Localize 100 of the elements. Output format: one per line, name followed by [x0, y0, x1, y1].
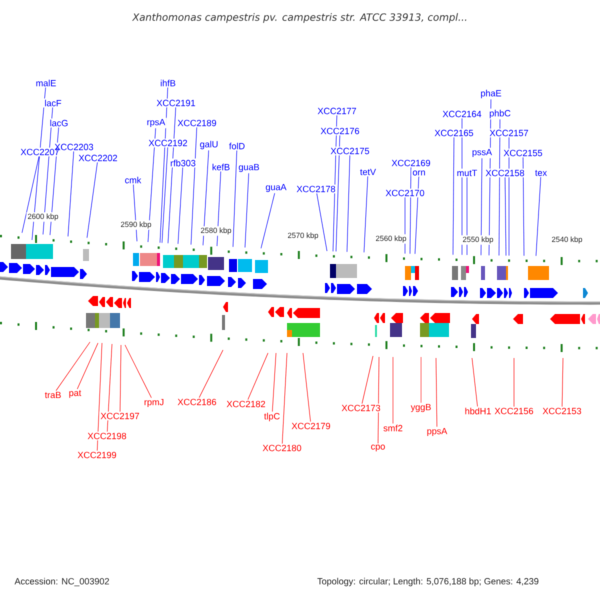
leader-line — [160, 87, 168, 244]
leader-line — [260, 192, 275, 249]
gene-label: XCC2170 — [386, 190, 424, 196]
gene-label: guaB — [238, 164, 260, 172]
gene-label: XCC2203 — [54, 144, 94, 150]
gene-label: hbdH1 — [465, 408, 491, 414]
gene-label: traB — [44, 392, 61, 398]
gene-label: guaA — [266, 184, 286, 192]
gene-label: pat — [69, 390, 82, 398]
gene-label: tlpC — [264, 412, 280, 422]
leader-line — [316, 193, 328, 252]
gene-label: galU — [200, 140, 218, 150]
leader-line — [42, 107, 53, 235]
gene-label: ppsA — [427, 428, 448, 436]
genome-summary: Topology: circular; Length: 5,076,188 bp; Genes: 4,239 — [317, 578, 538, 586]
gene-label: lacG — [50, 120, 68, 126]
gene-label: tetV — [360, 168, 376, 176]
gene-label: rpsA — [147, 118, 166, 128]
leader-line — [22, 156, 40, 234]
leader-line — [436, 358, 438, 428]
leader-line — [346, 155, 350, 252]
leader-line — [420, 356, 422, 404]
leader-line — [282, 352, 288, 444]
leader-line — [332, 115, 338, 252]
gene-label: XCC2198 — [88, 432, 126, 440]
leader-line — [216, 171, 222, 246]
leader-line — [232, 150, 238, 248]
leader-line — [404, 197, 406, 254]
gene-label: XCC2173 — [342, 404, 380, 412]
gene-label: XCC2189 — [178, 120, 216, 126]
leader-line — [488, 99, 492, 256]
gene-label: phbC — [490, 110, 510, 118]
gene-label: ihfB — [160, 80, 176, 86]
gene-label: XCC2192 — [148, 140, 188, 146]
gene-label: XCC2169 — [392, 160, 430, 166]
leader-line — [76, 342, 98, 390]
gene-label: XCC2179 — [292, 422, 330, 430]
leader-line — [480, 158, 482, 256]
gene-label: XCC2199 — [78, 452, 116, 458]
gene-label: XCC2186 — [178, 398, 216, 406]
gene-label: XCC2164 — [442, 110, 482, 118]
gene-label: rpmJ — [144, 398, 164, 408]
leader-line — [466, 177, 468, 256]
leader-line — [410, 167, 412, 254]
leader-line — [452, 137, 454, 256]
leader-line — [498, 119, 500, 256]
leader-line — [56, 342, 90, 391]
leader-line — [148, 128, 156, 242]
leader-line — [32, 87, 46, 240]
gene-label: folD — [229, 142, 245, 150]
gene-label: XCC2165 — [434, 130, 474, 136]
gene-label: malE — [36, 80, 56, 86]
leader-line — [120, 344, 122, 412]
leader-line — [68, 151, 74, 237]
gene-label: rfb303 — [170, 160, 196, 166]
gene-label: XCC2153 — [542, 408, 582, 414]
gene-label: XCC2197 — [100, 412, 140, 420]
leader-line — [133, 184, 138, 242]
leader-line — [162, 147, 168, 244]
leader-line — [168, 107, 176, 244]
gene-label: XCC2176 — [320, 128, 360, 134]
accession-label: Accession: NC_003902 — [14, 578, 109, 586]
leader-line — [244, 172, 250, 248]
gene-label: XCC2202 — [78, 154, 118, 162]
gene-label: XCC2175 — [330, 148, 370, 154]
leader-line — [562, 358, 564, 407]
leader-line — [96, 342, 102, 451]
gene-label: cmk — [125, 176, 142, 184]
leader-line — [536, 176, 542, 256]
gene-label: cpo — [371, 444, 385, 452]
leader-line — [336, 135, 340, 252]
gene-label: orn — [412, 170, 425, 176]
leader-line — [302, 352, 311, 422]
gene-label: XCC2156 — [494, 408, 534, 414]
gene-label: XCC2177 — [318, 108, 356, 114]
gene-label: XCC2207 — [20, 148, 60, 156]
leader-line — [362, 356, 374, 404]
gene-label: XCC2191 — [156, 100, 196, 106]
leader-line — [508, 137, 510, 256]
leader-line — [248, 352, 268, 400]
gene-label: smf2 — [384, 424, 402, 432]
gene-label: pssA — [472, 148, 492, 158]
gene-label: kefB — [212, 164, 230, 170]
leader-line — [272, 352, 276, 412]
gene-label: lacF — [45, 100, 62, 106]
leader-line — [202, 150, 209, 246]
leader-line — [364, 176, 368, 253]
gene-label: XCC2157 — [490, 130, 528, 136]
leader-line — [378, 356, 380, 444]
gene-label: mutT — [457, 170, 478, 176]
gene-label: XCC2182 — [226, 400, 266, 408]
title: Xanthomonas campestris pv. campestris str. ATCC 33913, compl... — [132, 13, 466, 23]
gene-label: tex — [535, 170, 547, 176]
gene-label: phaE — [481, 90, 502, 98]
gene-label: XCC2178 — [296, 186, 336, 192]
leader-line — [414, 176, 420, 254]
gene-label: XCC2158 — [486, 170, 524, 176]
leader-line — [50, 127, 59, 236]
leader-line — [472, 358, 478, 407]
leader-line — [178, 167, 184, 244]
